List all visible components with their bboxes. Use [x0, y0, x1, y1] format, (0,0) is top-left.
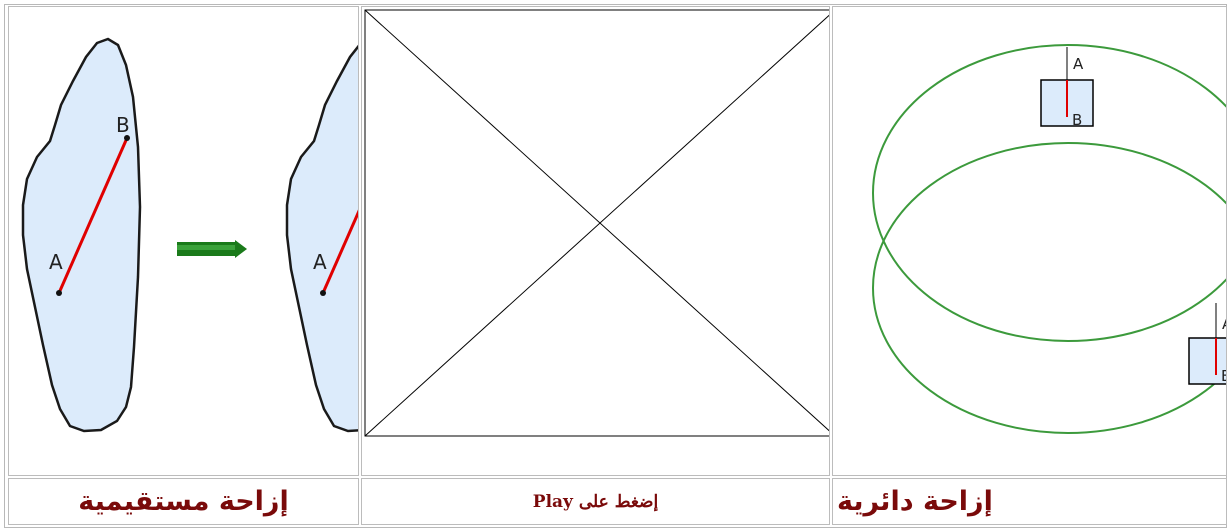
label-press-play: Play إضغط على — [361, 478, 830, 525]
label-press-play-text: Play إضغط على — [533, 492, 658, 512]
point-b-label: B — [116, 113, 130, 137]
straight-translation-panel: A B A — [8, 6, 359, 476]
point-a-dot — [56, 290, 62, 296]
label-circular-text: إزاحة دائرية — [837, 486, 993, 517]
label-straight-translation: إزاحة مستقيمية — [8, 478, 359, 525]
original-shape — [23, 39, 140, 431]
translated-point-a-dot — [320, 290, 326, 296]
point-b-label: B — [1072, 111, 1082, 129]
circular-translation-panel: A B A B — [832, 6, 1227, 476]
animation-placeholder-panel — [361, 6, 830, 476]
inner-circle — [873, 143, 1226, 433]
label-straight-text: إزاحة مستقيمية — [78, 486, 288, 517]
right-arrow-icon — [177, 240, 247, 258]
label-circular-translation: إزاحة دائرية — [832, 478, 1227, 525]
straight-translation-diagram: A B A — [9, 7, 358, 475]
broken-media-icon[interactable] — [362, 7, 829, 475]
point-a-label: A — [1073, 55, 1084, 73]
point-b-copy-label: B — [1221, 367, 1226, 385]
point-a-copy-label: A — [1222, 315, 1226, 333]
point-a-label: A — [49, 250, 63, 274]
translated-point-a-label: A — [313, 250, 327, 274]
circular-translation-diagram: A B A B — [833, 7, 1226, 475]
